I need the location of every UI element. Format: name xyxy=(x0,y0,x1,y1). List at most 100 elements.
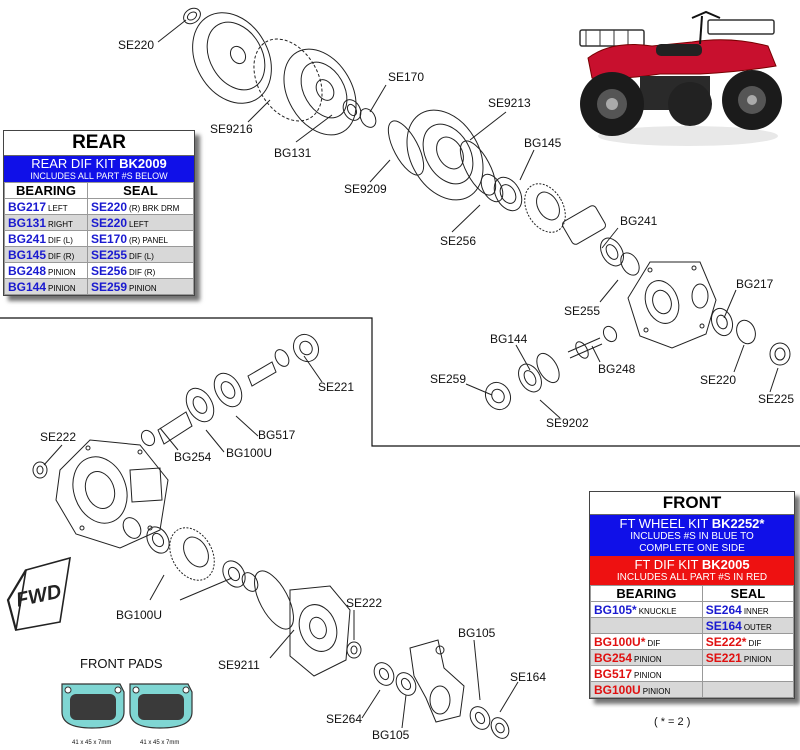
oring-se9202 xyxy=(536,352,560,384)
seal-se170 xyxy=(359,108,377,128)
part-description: INNER xyxy=(743,606,769,616)
part-description: DIF xyxy=(647,638,661,648)
front-pad-dim-right: 41 x 45 x 7mm xyxy=(140,740,180,746)
b-cell: BG105*KNUCKLE xyxy=(590,601,703,618)
front-kit-box: FRONT FT WHEEL KIT BK2252* INCLUDES #S I… xyxy=(589,491,795,699)
seal-se222-left xyxy=(32,461,48,479)
label-se164: SE164 xyxy=(510,670,547,684)
part-number: BG517 xyxy=(594,666,633,681)
front-dif-prefix: FT DIF KIT xyxy=(634,557,702,572)
label-se9213: SE9213 xyxy=(488,96,531,110)
part-description: DIF (L) xyxy=(48,235,73,245)
front-dif-kit-banner: FT DIF KIT BK2005 INCLUDES ALL PART #S I… xyxy=(590,556,794,585)
s-cell xyxy=(701,681,795,698)
bearing-bg254 xyxy=(140,429,156,447)
brake-housing xyxy=(283,48,357,136)
label-se220-top: SE220 xyxy=(118,38,155,52)
label-bg145: BG145 xyxy=(524,136,562,150)
front-wheel-code: BK2252* xyxy=(711,516,765,531)
washer-front xyxy=(122,517,142,539)
bearing-bg105-outer xyxy=(469,706,491,730)
label-se222-mid: SE222 xyxy=(346,596,383,610)
part-number: BG248 xyxy=(8,263,47,278)
s-cell xyxy=(701,665,795,682)
bearing-bg241 xyxy=(600,237,624,267)
part-description: RIGHT xyxy=(48,219,73,229)
bearing-bg100u-dif-right xyxy=(222,560,246,588)
bearing-bg100u-pinion xyxy=(185,387,215,423)
rear-col-bearing: BEARING xyxy=(4,182,88,199)
seal-se222-mid xyxy=(346,641,362,659)
part-description: OUTER xyxy=(743,622,772,632)
seal-se164 xyxy=(490,717,510,739)
s-cell: SE220(R) BRK DRM xyxy=(87,198,194,215)
seal-se255 xyxy=(620,252,640,276)
front-pads xyxy=(61,683,193,729)
front-diff-cover xyxy=(289,585,351,677)
brake-drum-cover xyxy=(192,12,272,104)
front-footnote: ( * = 2 ) xyxy=(654,716,691,728)
part-number: BG217 xyxy=(8,199,47,214)
ring-gear xyxy=(524,183,566,233)
label-bg105-top: BG105 xyxy=(458,626,496,640)
label-bg100u-dif: BG100U xyxy=(116,608,163,622)
part-number: BG145 xyxy=(8,247,47,262)
label-se9216: SE9216 xyxy=(210,122,253,136)
part-number: SE164 xyxy=(705,618,742,633)
part-number: SE256 xyxy=(91,263,128,278)
part-description: PINION xyxy=(634,670,662,680)
part-description: PINION xyxy=(642,686,671,696)
part-number: SE259 xyxy=(91,279,128,294)
label-se225: SE225 xyxy=(758,392,795,406)
label-bg105-bottom: BG105 xyxy=(372,728,410,742)
label-se256: SE256 xyxy=(440,234,477,248)
label-bg254: BG254 xyxy=(174,450,212,464)
front-wheel-prefix: FT WHEEL KIT xyxy=(619,516,712,531)
pinion-gear xyxy=(157,411,193,445)
part-number: SE255 xyxy=(91,247,128,262)
part-number: BG100U* xyxy=(594,634,646,649)
part-description: DIF (R) xyxy=(129,267,156,277)
part-description: PINION xyxy=(48,283,76,293)
front-dif-note: INCLUDES ALL PART #S IN RED xyxy=(616,572,768,583)
part-number: BG100U xyxy=(594,682,641,697)
part-description: PINION xyxy=(634,654,662,664)
diff-carrier xyxy=(562,205,606,245)
part-description: PINION xyxy=(129,283,157,293)
label-se221: SE221 xyxy=(318,380,355,394)
part-description: (R) BRK DRM xyxy=(129,203,180,213)
bearing-bg144 xyxy=(518,363,542,393)
bearing-bg145 xyxy=(493,176,523,212)
fwd-arrow: FWD xyxy=(6,556,71,631)
part-number: SE170 xyxy=(91,231,128,246)
seal-se221 xyxy=(292,333,320,363)
part-number: SE222* xyxy=(705,634,747,649)
part-number: BG131 xyxy=(8,215,47,230)
label-se170: SE170 xyxy=(388,70,425,84)
label-se220-right: SE220 xyxy=(700,373,737,387)
rear-kit-code: BK2009 xyxy=(119,156,167,171)
part-description: LEFT xyxy=(48,203,68,213)
rear-kit-title: REAR xyxy=(4,131,194,156)
bearing-bg248 xyxy=(602,325,618,343)
part-number: SE220 xyxy=(91,199,128,214)
steering-knuckle xyxy=(409,639,465,723)
